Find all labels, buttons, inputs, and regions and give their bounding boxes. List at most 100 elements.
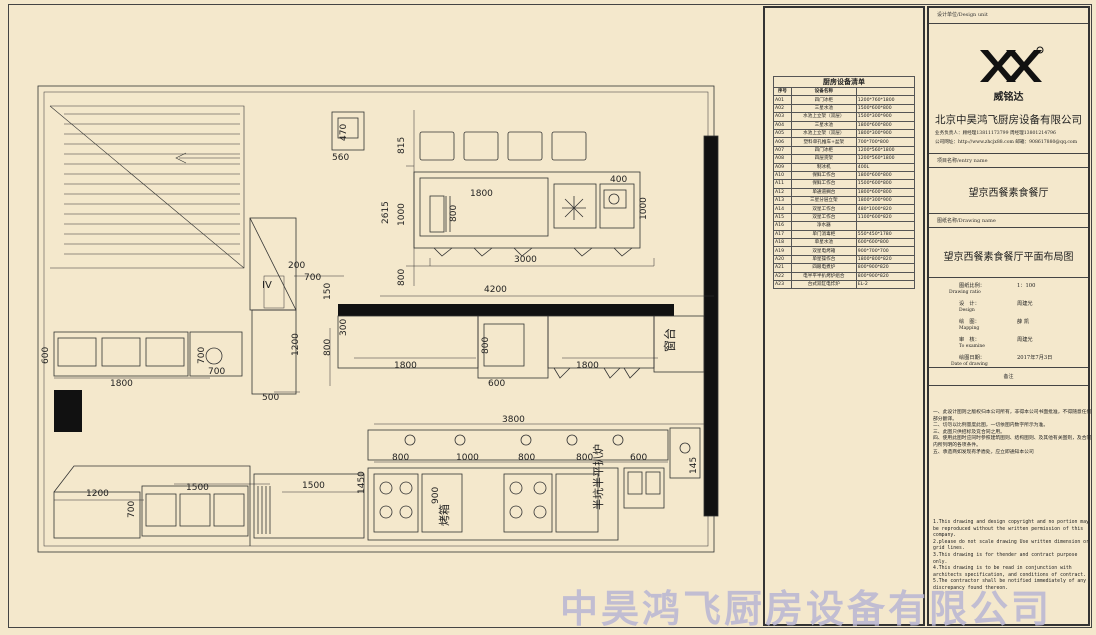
dim-700-b: 700: [197, 347, 207, 364]
ratio-label: 图纸比例：: [959, 283, 985, 289]
equipment-name: 塑料单孔推车+盆架: [790, 137, 857, 147]
company-name: 北京中昊鸿飞厨房设备有限公司: [935, 114, 1082, 126]
note-cn-3: 三、此图只供招标及竞合同之用。: [933, 429, 1005, 435]
drawing-label: 图纸名称/Drawing name: [937, 218, 996, 224]
dim-1500-a: 1500: [186, 483, 209, 493]
upper-sink: [553, 183, 597, 229]
bottom-mid-counter: [253, 473, 365, 539]
sheet-border: [8, 4, 1092, 628]
title-block: 设计单位/Design unit 威铭达 北京中昊鸿飞厨房设备有限公司 业务负责…: [927, 6, 1092, 626]
floor-plan-svg: 470 560 815 2615 1000 1800 400 800 1000 …: [37, 85, 719, 553]
examine-label-en: To examine: [959, 344, 985, 349]
dim-700-d: 700: [127, 501, 137, 518]
oven-label: 烤箱: [437, 504, 451, 526]
dim-800-g: 800: [576, 453, 593, 463]
dim-1000-a: 1000: [397, 203, 407, 226]
drawing-name: 望京西餐素食餐厅平面布局图: [943, 252, 1074, 263]
equipment-number: A22: [773, 271, 792, 282]
equipment-name: 保鲜工作台: [790, 170, 857, 181]
triple-sink-bottom: [141, 485, 249, 537]
equipment-spec: 1800*600*800: [855, 120, 916, 130]
iv-label: IV: [262, 280, 272, 291]
dim-800-b: 800: [397, 269, 407, 286]
date-value: 2017年7月3日: [1017, 355, 1053, 361]
equipment-number: A04: [773, 120, 792, 130]
note-cn-1: 一、此设计图则之版权归本公司所有，非得本公司书面批准，不得随意任何部分翻译。: [933, 410, 1092, 422]
equipment-spec: 1800*300*900: [855, 196, 916, 206]
project-name: 望京西餐素食餐厅: [968, 188, 1049, 199]
project-label-row: 项目名称/entry name: [929, 154, 1088, 168]
equipment-number: A17: [773, 229, 792, 240]
equipment-number: A10: [773, 170, 792, 181]
dim-800-d: 800: [481, 337, 491, 354]
dim-1800-a: 1800: [470, 189, 493, 199]
equipment-spec: 1800*800*820: [855, 254, 916, 265]
dim-700-c: 700: [208, 367, 225, 377]
equipment-spec: 1200*560*1800: [855, 145, 916, 156]
dim-600-a: 600: [488, 379, 505, 389]
dim-470: 470: [339, 124, 349, 141]
equipment-spec: EL-2: [855, 279, 916, 290]
equipment-spec: 1200*760*1800: [855, 95, 916, 105]
equipment-name: 台式双缸电炸炉: [790, 279, 857, 290]
company-watermark: 中昊鸿飞厨房设备有限公司: [560, 586, 1053, 631]
design-label: 设 计：: [959, 301, 980, 307]
equipment-number: A19: [773, 246, 792, 256]
date-label: 绘图日期：: [959, 355, 985, 361]
col-header-name: 设备名称: [790, 86, 857, 97]
equipment-number: A07: [773, 145, 792, 156]
note-cn-5: 五、承造商如发现有矛盾处，应立即通知本公司: [933, 449, 1034, 455]
burner-right: [503, 473, 553, 533]
triple-sink-left: [53, 331, 189, 377]
equipment-name: 四门冰柜: [790, 95, 857, 105]
note-cn-4: 四、使用此图时应同时参照建筑图则、结构图则、及其他有关图则，及合同内所列明的各项…: [933, 436, 1092, 448]
dim-300: 300: [339, 319, 349, 336]
equipment-name: 水池上立架（双层）: [790, 128, 857, 139]
equipment-number: A23: [773, 279, 792, 290]
hood-3: [507, 131, 543, 161]
equipment-number: A08: [773, 154, 792, 164]
equipment-number: A02: [773, 103, 792, 114]
equipment-number: A06: [773, 137, 792, 147]
equipment-spec: 1500*600*800: [855, 103, 916, 114]
col-header-number: 序号: [773, 86, 792, 97]
column-left: [54, 390, 82, 432]
mapping-label-en: Mapping: [959, 326, 980, 331]
notes-label: 备注: [1003, 374, 1014, 380]
equipment-name: 四眼电煮炉: [790, 263, 857, 273]
dim-1200-a: 1200: [291, 333, 301, 356]
equipment-name: 三星分层立架: [790, 196, 857, 206]
dim-560: 560: [332, 153, 349, 163]
equipment-name: 四门冰柜: [790, 145, 857, 156]
project-label: 项目名称/entry name: [937, 158, 988, 164]
dim-900: 900: [431, 487, 441, 504]
pass-counter: [338, 304, 674, 316]
dim-3000: 3000: [514, 255, 537, 265]
equipment-number: A03: [773, 112, 792, 122]
info-rows: 图纸比例： Drawing ratio 1：100 设 计： Design 周建…: [929, 278, 1088, 368]
dim-1800-c: 1800: [576, 361, 599, 371]
dim-1800-d: 1800: [110, 379, 133, 389]
dim-700-a: 700: [304, 273, 321, 283]
equipment-spec: 600*600*800: [855, 238, 916, 248]
mapping-value: 薛 凯: [1017, 319, 1030, 325]
note-en-5: 5.The contractor shall be notified immed…: [933, 579, 1087, 591]
dim-500: 500: [262, 393, 279, 403]
upper-counter: [413, 171, 641, 249]
hood-4: [551, 131, 587, 161]
dim-1000-c: 1000: [456, 453, 479, 463]
